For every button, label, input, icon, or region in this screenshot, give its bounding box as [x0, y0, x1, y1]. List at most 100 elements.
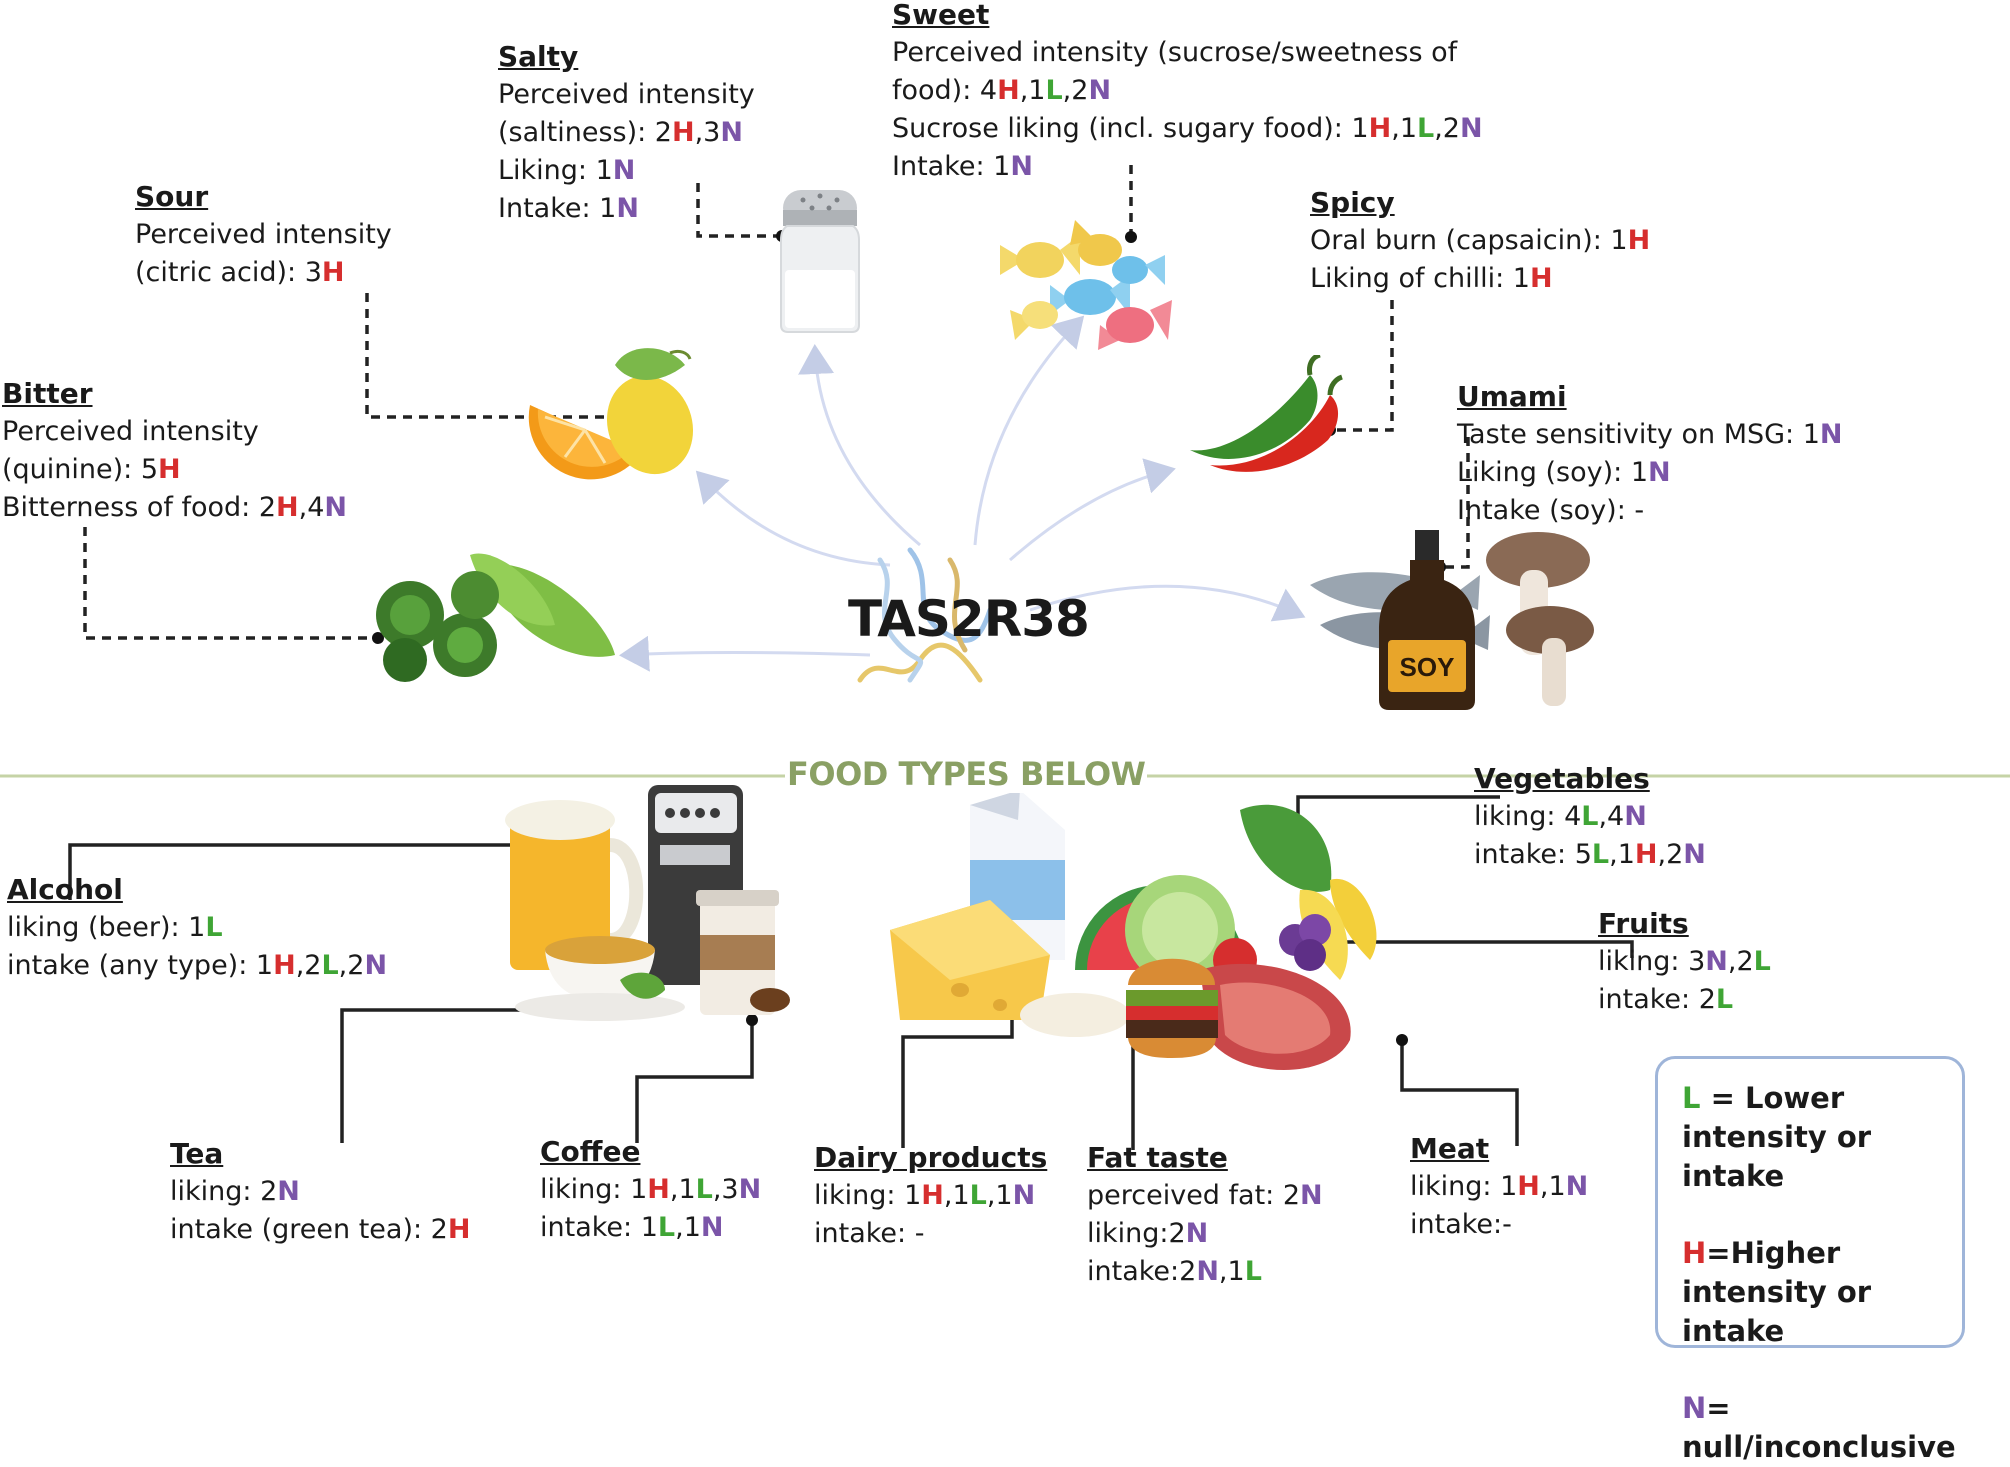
- block-line: intake: 5L,1H,2N: [1474, 836, 1706, 874]
- code-H: H: [647, 1174, 670, 1205]
- block-line: intake: -: [814, 1215, 1047, 1253]
- block-line: liking:2N: [1087, 1215, 1323, 1253]
- code-H: H: [276, 492, 299, 523]
- text-segment: Perceived intensity (sucrose/sweetness o…: [892, 37, 1458, 68]
- block-title: Dairy products: [814, 1141, 1048, 1174]
- text-segment: liking: 1: [540, 1174, 648, 1205]
- code-N: N: [1682, 1391, 1707, 1425]
- candy-icon: [1000, 220, 1172, 350]
- code-N: N: [616, 193, 639, 224]
- text-segment: ,1: [1019, 75, 1046, 106]
- text-segment: Intake (soy): -: [1457, 495, 1645, 526]
- text-segment: ,1: [669, 1174, 696, 1205]
- code-L: L: [1753, 946, 1771, 977]
- block-title: Spicy: [1310, 186, 1395, 219]
- block-line: Perceived intensity: [2, 413, 347, 451]
- text-segment: liking: 1: [814, 1180, 922, 1211]
- code-N: N: [1185, 1218, 1209, 1249]
- block-line: food): 4H,1L,2N: [892, 72, 1483, 110]
- code-N: N: [1683, 839, 1706, 870]
- block-line: (citric acid): 3H: [135, 254, 392, 292]
- block-line: intake:-: [1410, 1206, 1588, 1244]
- code-N: N: [738, 1174, 762, 1205]
- code-L: L: [1045, 75, 1063, 106]
- legend-item: L = Lower intensity or intake: [1682, 1079, 1938, 1196]
- block-title: Fruits: [1598, 907, 1689, 940]
- legend-item: N= null/inconclusive: [1682, 1389, 1956, 1467]
- text-segment: intake:2: [1087, 1256, 1197, 1287]
- block-title: Salty: [498, 40, 579, 73]
- text-segment: ,1: [1218, 1256, 1245, 1287]
- text-segment: intake (any type): 1: [7, 950, 274, 981]
- code-L: L: [1591, 839, 1610, 870]
- code-N: N: [1012, 1180, 1036, 1211]
- text-segment: ,1: [1391, 113, 1417, 144]
- text-segment: =Higher intensity or intake: [1682, 1236, 1872, 1348]
- block-line: Taste sensitivity on MSG: 1N: [1457, 416, 1843, 454]
- salt-shaker-icon: [780, 190, 860, 333]
- text-segment: intake:-: [1410, 1209, 1512, 1240]
- block-line: Oral burn (capsaicin): 1H: [1310, 222, 1650, 260]
- block-line: Intake (soy): -: [1457, 492, 1843, 530]
- block-line: perceived fat: 2N: [1087, 1177, 1323, 1215]
- text-segment: ,3: [712, 1174, 739, 1205]
- block-line: liking: 1H,1N: [1410, 1168, 1588, 1206]
- block-line: intake: 1L,1N: [540, 1209, 761, 1247]
- text-segment: food): 4: [892, 75, 998, 106]
- block-title: Meat: [1410, 1132, 1490, 1165]
- text-segment: Sucrose liking (incl. sugary food): 1: [892, 113, 1369, 144]
- code-L: L: [321, 950, 339, 981]
- legend-item: H=Higher intensity or intake: [1682, 1234, 1938, 1351]
- code-H: H: [1682, 1236, 1707, 1270]
- block-title: Vegetables: [1474, 762, 1650, 795]
- text-segment: Perceived intensity: [135, 219, 392, 250]
- text-segment: liking (beer): 1: [7, 912, 206, 943]
- code-L: L: [695, 1174, 713, 1205]
- block-line: intake (any type): 1H,2L,2N: [7, 947, 387, 985]
- text-segment: intake: 2: [1598, 984, 1716, 1015]
- block-line: intake: 2L: [1598, 981, 1771, 1019]
- text-segment: Intake: 1: [892, 151, 1011, 182]
- text-segment: intake (green tea): 2: [170, 1214, 448, 1245]
- text-segment: ,2: [1727, 946, 1754, 977]
- beverages-icon: [505, 785, 790, 1021]
- code-N: N: [612, 155, 636, 186]
- text-segment: Perceived intensity: [498, 79, 755, 110]
- block-line: (saltiness): 2H,3N: [498, 114, 755, 152]
- block-line: Liking (soy): 1N: [1457, 454, 1843, 492]
- code-N: N: [1705, 946, 1728, 977]
- citrus-icon: [528, 348, 694, 480]
- text-segment: Liking: 1: [498, 155, 613, 186]
- block-line: liking: 1H,1L,1N: [814, 1177, 1047, 1215]
- radial-arrows: [619, 315, 1306, 672]
- block-line: Sucrose liking (incl. sugary food): 1H,1…: [892, 110, 1483, 148]
- block-line: Liking: 1N: [498, 152, 755, 190]
- text-segment: Oral burn (capsaicin): 1: [1310, 225, 1628, 256]
- code-H: H: [158, 454, 181, 485]
- code-N: N: [364, 950, 388, 981]
- block-line: liking: 3N,2L: [1598, 943, 1771, 981]
- text-segment: ,1: [943, 1180, 970, 1211]
- text-segment: (quinine): 5: [2, 454, 159, 485]
- food-groups-icon: [890, 790, 1377, 1070]
- text-segment: Taste sensitivity on MSG: 1: [1457, 419, 1820, 450]
- code-H: H: [921, 1180, 944, 1211]
- code-N: N: [1459, 113, 1483, 144]
- text-segment: intake: 5: [1474, 839, 1592, 870]
- block-title: Sour: [135, 180, 209, 213]
- code-H: H: [321, 257, 345, 288]
- code-L: L: [1581, 801, 1599, 832]
- code-N: N: [1565, 1171, 1589, 1202]
- code-H: H: [273, 950, 296, 981]
- text-segment: = null/inconclusive: [1682, 1391, 1956, 1464]
- code-L: L: [1682, 1081, 1701, 1115]
